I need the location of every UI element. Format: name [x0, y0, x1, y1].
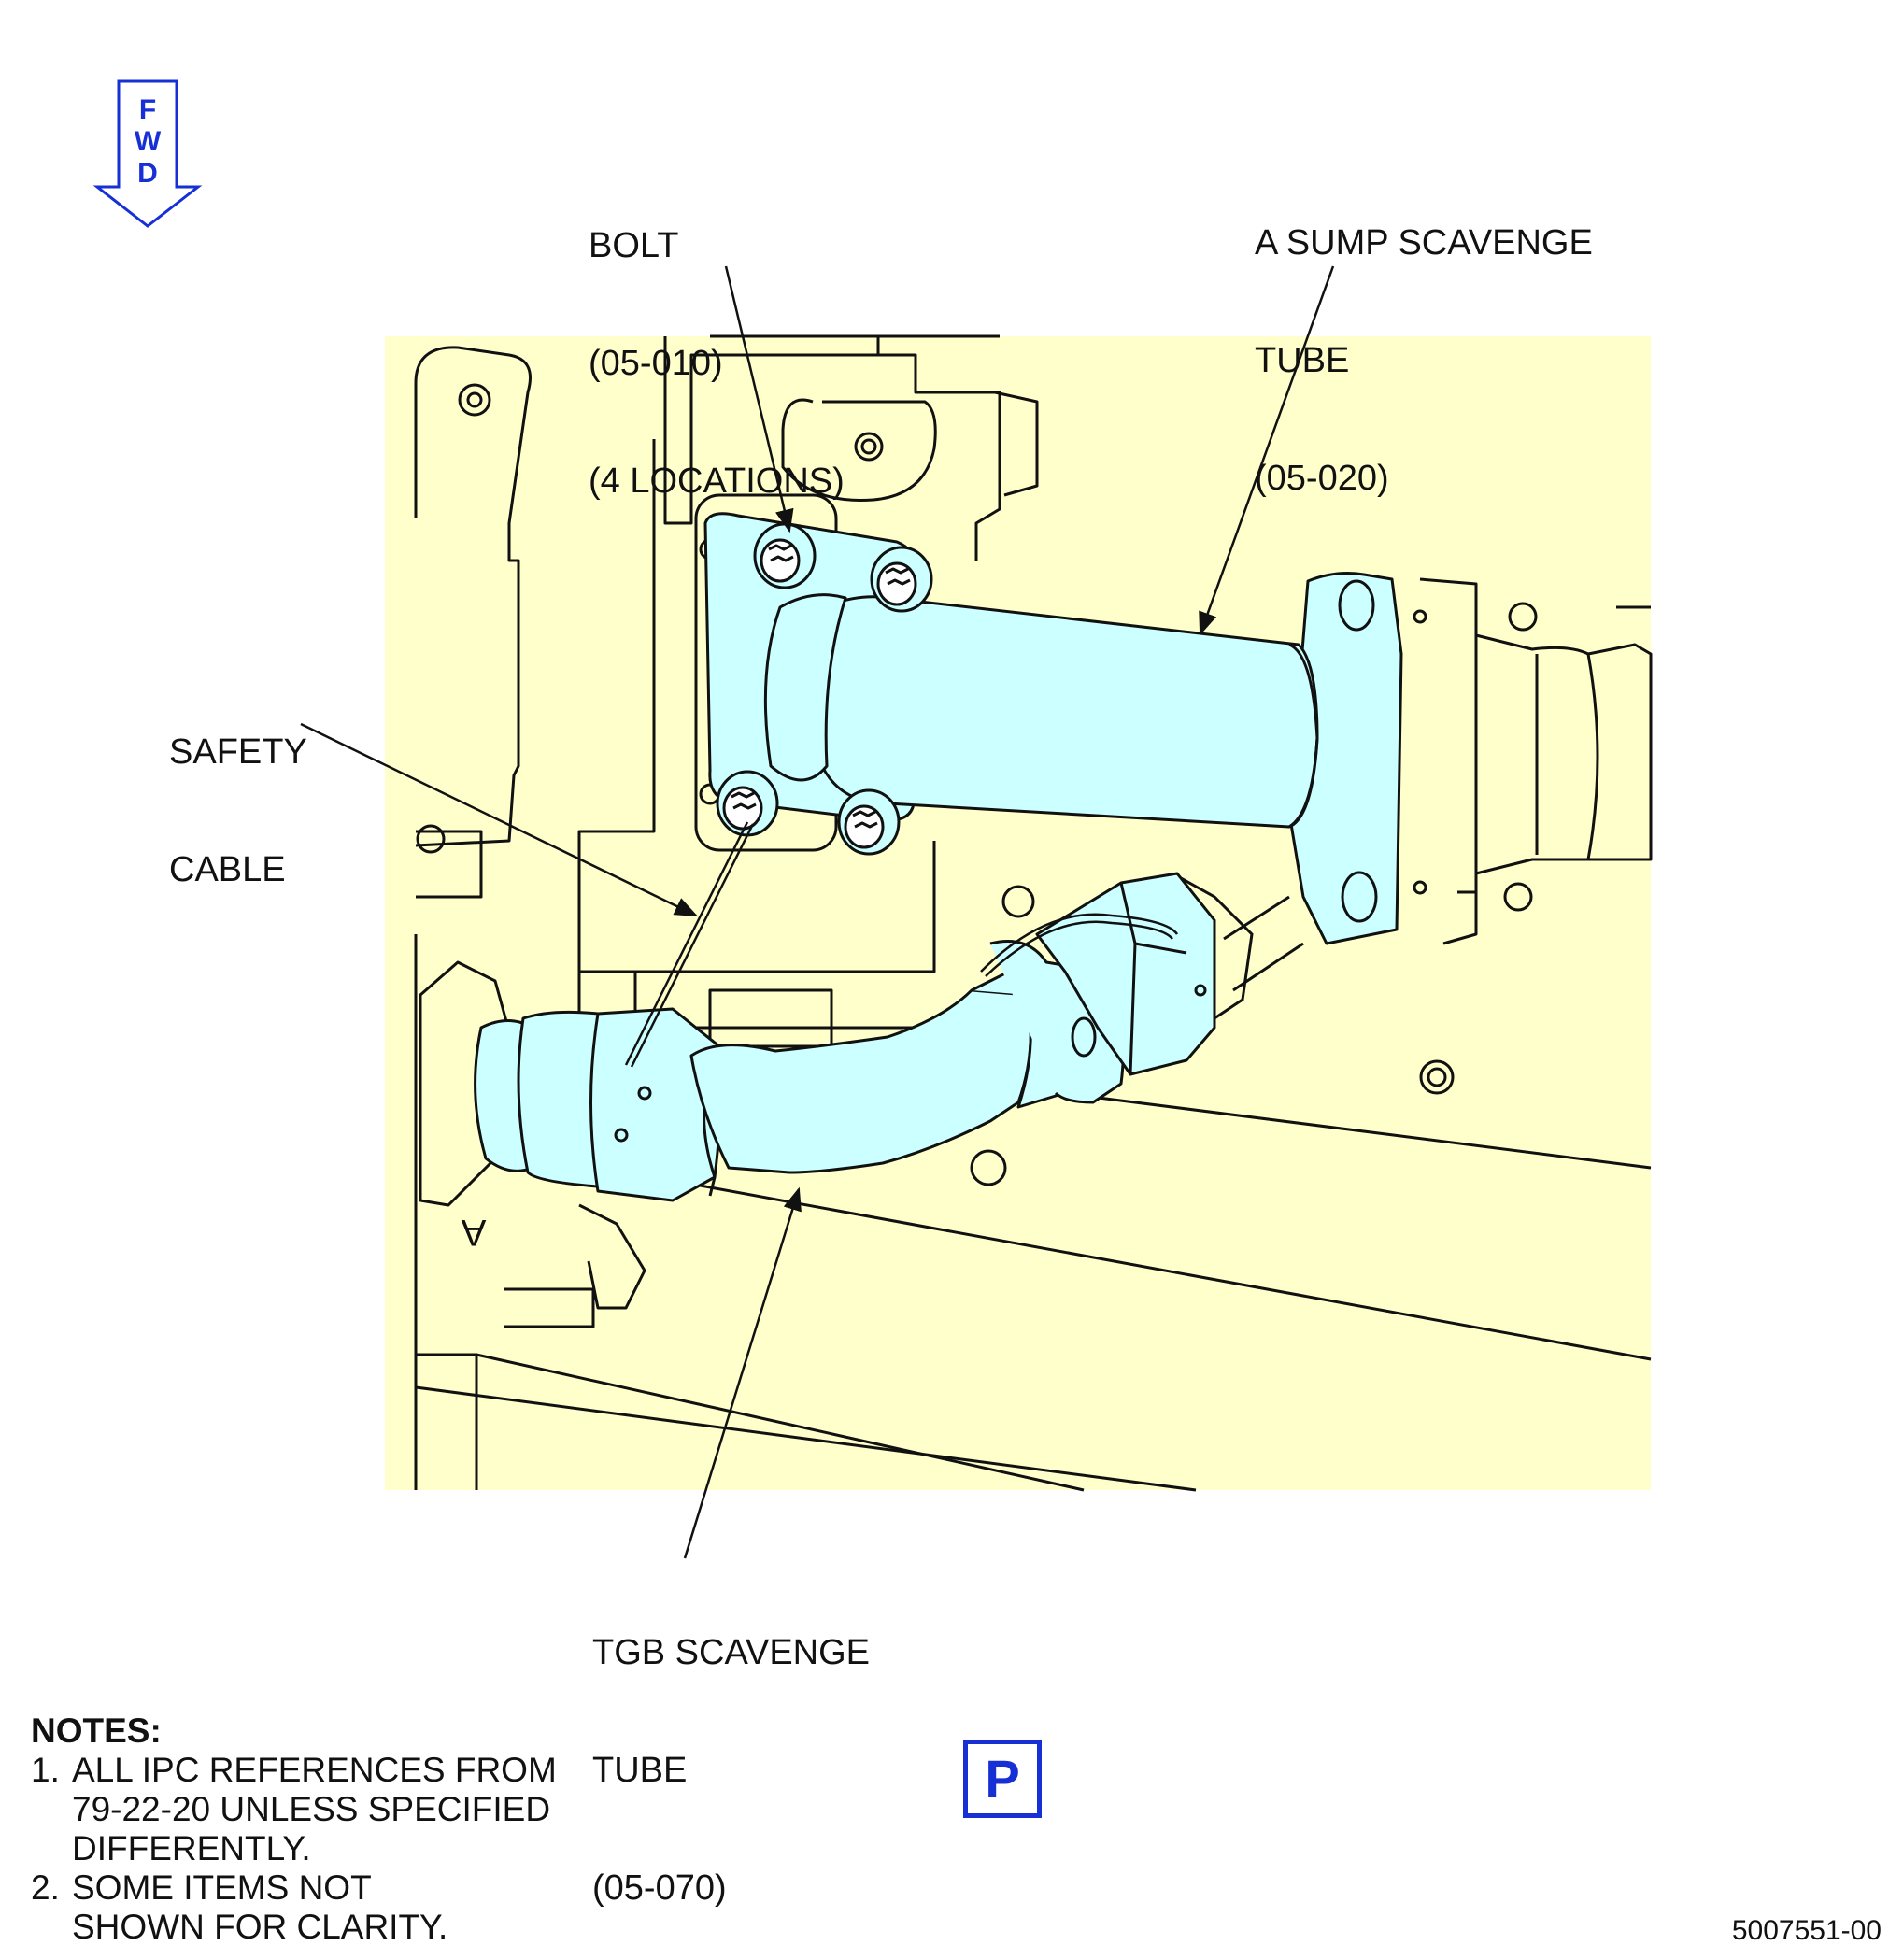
leader-lines [300, 265, 1335, 1559]
part-mark-a: A [461, 1212, 486, 1253]
bolt-callout: BOLT (05-010) (4 LOCATIONS) [589, 148, 845, 540]
p-badge: P [963, 1740, 1042, 1818]
note-item: 2. SOME ITEMS NOT SHOWN FOR CLARITY. [31, 1868, 557, 1947]
callout-line: SAFETY [169, 732, 307, 772]
note-line: DIFFERENTLY. [72, 1829, 311, 1868]
fwd-arrow-icon [92, 79, 203, 228]
callout-line: (05-070) [592, 1868, 727, 1908]
callout-line: TUBE [1255, 341, 1350, 380]
callout-line: TGB SCAVENGE [592, 1633, 871, 1672]
notes-block: NOTES: 1. ALL IPC REFERENCES FROM 79-22-… [31, 1711, 557, 1947]
fwd-letter: F [138, 94, 157, 125]
bolt-top-right [870, 546, 933, 613]
bolt-leader-line [724, 265, 794, 533]
note-number: 2. [31, 1868, 60, 1907]
note-item: 1. ALL IPC REFERENCES FROM 79-22-20 UNLE… [31, 1751, 557, 1868]
safety-cable-leader-line [300, 722, 699, 917]
notes-title: NOTES: [31, 1711, 162, 1750]
callout-line: (05-020) [1255, 459, 1389, 498]
note-number: 1. [31, 1751, 60, 1789]
callout-line: TUBE [592, 1751, 688, 1790]
note-line: ALL IPC REFERENCES FROM [72, 1751, 557, 1789]
callout-line: BOLT [589, 226, 679, 265]
note-line: SHOWN FOR CLARITY. [72, 1908, 448, 1946]
bolt-top-left [753, 522, 817, 589]
tgb-scavenge-tube [419, 872, 1216, 1207]
callout-line: (4 LOCATIONS) [589, 462, 845, 501]
callout-line: CABLE [169, 850, 286, 889]
callout-line: A SUMP SCAVENGE [1255, 223, 1593, 263]
a-sump-leader-line [1199, 265, 1335, 636]
secondary-tube-linework [1172, 872, 1304, 1020]
a-sump-scavenge-tube-callout: A SUMP SCAVENGE TUBE (05-020) [1255, 145, 1593, 537]
callout-line: (05-010) [589, 344, 723, 383]
tgb-leader-line [683, 1186, 802, 1559]
bolt-bottom-right [837, 788, 901, 856]
safety-cable-wire [624, 821, 1179, 1068]
figure-id: 5007551-00 [1731, 1915, 1882, 1946]
tgb-scavenge-tube-callout: TGB SCAVENGE TUBE (05-070) [592, 1555, 870, 1947]
note-line: 79-22-20 UNLESS SPECIFIED [72, 1790, 551, 1828]
a-sump-scavenge-tube [703, 512, 1427, 945]
note-line: SOME ITEMS NOT [72, 1868, 372, 1907]
fwd-letter: W [134, 126, 162, 157]
bolt-bottom-left [716, 770, 779, 837]
fwd-letter: D [137, 158, 158, 189]
safety-cable-callout: SAFETY CABLE [169, 654, 307, 929]
